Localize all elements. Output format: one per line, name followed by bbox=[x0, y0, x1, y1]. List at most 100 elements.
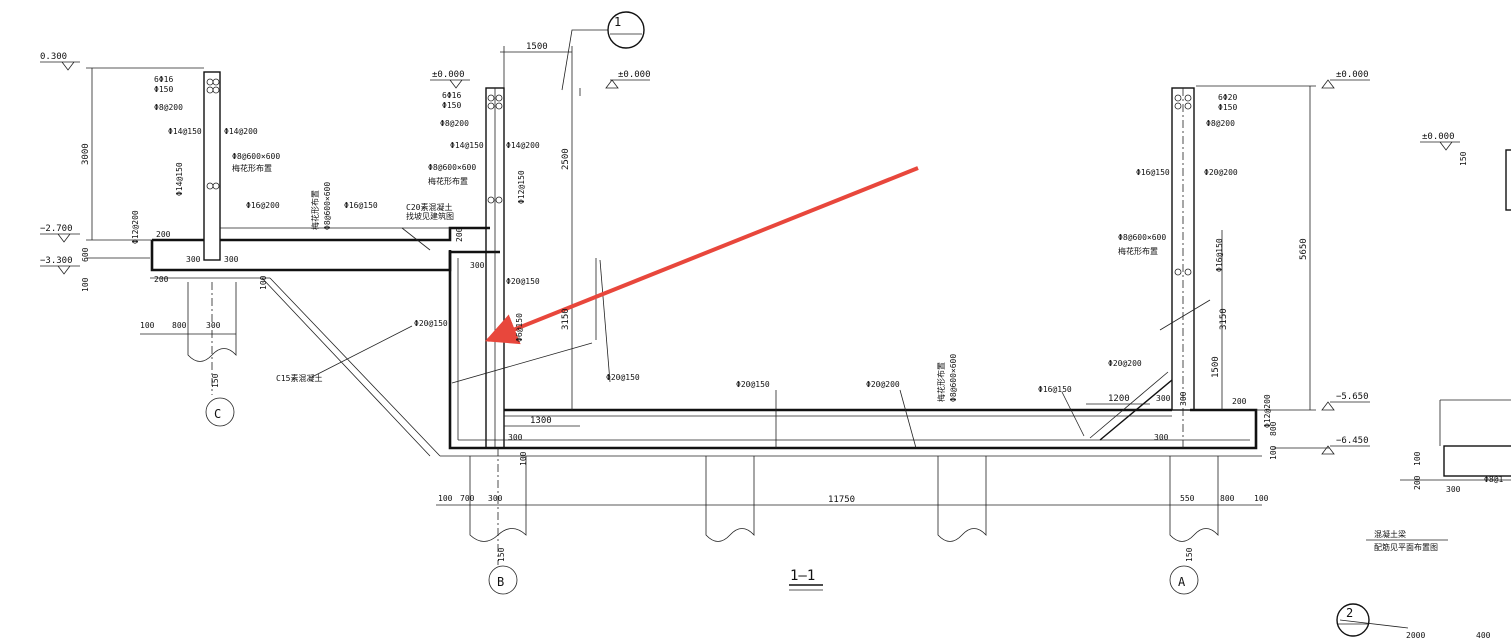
dim-label: 300 bbox=[1154, 433, 1169, 442]
elevation-symbol bbox=[1321, 445, 1370, 455]
dim-label: 2500 bbox=[561, 148, 571, 170]
dim-label: 100 bbox=[140, 321, 155, 330]
concrete-structure bbox=[150, 71, 1511, 481]
piles bbox=[187, 282, 1219, 565]
rebar-label: Φ20@150 bbox=[506, 277, 540, 286]
rebar-label: 6Φ20 bbox=[1218, 93, 1237, 102]
rebar-label: Φ150 bbox=[1218, 103, 1237, 112]
elevation-symbols bbox=[40, 61, 1460, 455]
elevation-0300: 0.300 bbox=[40, 52, 67, 62]
rebar-note: 梅花形布置 bbox=[428, 176, 468, 186]
dim-label: 150 bbox=[497, 547, 506, 562]
dim-label: 100 bbox=[81, 277, 90, 292]
elevation-000-center: ±0.000 bbox=[618, 70, 651, 80]
axis-c-bubble[interactable] bbox=[205, 397, 235, 427]
elevation-000-right: ±0.000 bbox=[1336, 70, 1369, 80]
rebar-label: 6Φ16 bbox=[154, 75, 173, 84]
dim-label: 400 bbox=[1476, 631, 1491, 640]
dim-label: 11750 bbox=[828, 495, 855, 505]
elevation-symbol bbox=[1321, 401, 1370, 411]
raft-outline bbox=[448, 250, 1258, 450]
dim-label: 300 bbox=[206, 321, 221, 330]
detail-1-bubble[interactable] bbox=[607, 11, 645, 49]
rebar-label: Φ150 bbox=[154, 85, 173, 94]
dim-label: 100 bbox=[259, 275, 268, 290]
dim-label: 800 bbox=[1269, 421, 1278, 436]
detail-2-bubble[interactable] bbox=[1336, 603, 1370, 637]
far-right-beam bbox=[1443, 445, 1511, 477]
dim-label: 300 bbox=[186, 255, 201, 264]
rebar-label: Φ16@150 bbox=[1136, 168, 1170, 177]
dim-label: 200 bbox=[455, 227, 464, 242]
dim-label: 300 bbox=[1179, 391, 1188, 406]
dim-label: 100 bbox=[438, 494, 453, 503]
pile-2 bbox=[705, 456, 755, 542]
rebar-note: 梅花形布置 bbox=[232, 163, 272, 173]
rebar-note: 梅花形布置 bbox=[310, 190, 320, 230]
note-label: C20素混凝土 bbox=[406, 202, 452, 212]
rebar-label: Φ8@600×600 bbox=[949, 354, 958, 402]
dim-label: 1500 bbox=[1211, 356, 1221, 378]
dim-label: 1500 bbox=[526, 42, 548, 52]
dim-label: 200 bbox=[1232, 397, 1247, 406]
rebar-label: Φ8@200 bbox=[1206, 119, 1235, 128]
rebar-label: Φ12@150 bbox=[517, 170, 526, 204]
detail-1-label: 1 bbox=[614, 15, 621, 29]
rebar-note: 梅花形布置 bbox=[1118, 246, 1158, 256]
rebar-label: Φ14@200 bbox=[506, 141, 540, 150]
elevation-n6450: −6.450 bbox=[1336, 436, 1369, 446]
text-layer: 1 2 C B A 1—1 0.300 ±0.000 ±0.000 ±0.000… bbox=[40, 15, 1503, 640]
dim-label: 300 bbox=[224, 255, 239, 264]
rebar-label: Φ20@200 bbox=[866, 380, 900, 389]
rebar-label: Φ16@150 bbox=[1215, 238, 1224, 272]
note-label: 配筋见平面布置图 bbox=[1374, 542, 1438, 552]
dim-label: 150 bbox=[1185, 547, 1194, 562]
dim-label: 800 bbox=[172, 321, 187, 330]
elevation-000-far: ±0.000 bbox=[1422, 132, 1455, 142]
rebar-label: Φ20@200 bbox=[1108, 359, 1142, 368]
elevation-n3300: −3.300 bbox=[40, 256, 73, 266]
dim-label: 3150 bbox=[1219, 308, 1229, 330]
dim-label: 300 bbox=[1446, 485, 1461, 494]
dim-label: 100 bbox=[1413, 451, 1422, 466]
dim-label: 150 bbox=[211, 373, 220, 388]
axis-b-label: B bbox=[497, 575, 504, 589]
rebar-label: Φ6@150 bbox=[515, 313, 524, 342]
dim-label: 3150 bbox=[561, 308, 571, 330]
axis-b-bubble[interactable] bbox=[488, 565, 518, 595]
dim-label: 1300 bbox=[530, 416, 552, 426]
rebar-label: Φ16@200 bbox=[246, 201, 280, 210]
rebar-label: Φ8@1 bbox=[1484, 475, 1503, 484]
dim-label: 600 bbox=[81, 247, 90, 262]
rebar-label: Φ8@600×600 bbox=[428, 163, 476, 172]
dim-label: 300 bbox=[488, 494, 503, 503]
rebar-label: Φ20@200 bbox=[1204, 168, 1238, 177]
slope-line bbox=[269, 277, 441, 457]
note-label: 混凝土梁 bbox=[1374, 529, 1406, 539]
rebar-label: Φ20@150 bbox=[736, 380, 770, 389]
dim-label: 300 bbox=[508, 433, 523, 442]
rebar-label: Φ8@600×600 bbox=[323, 182, 332, 230]
rebar-label: Φ8@200 bbox=[440, 119, 469, 128]
dim-label: 200 bbox=[1413, 475, 1422, 490]
annotation-arrow bbox=[485, 166, 919, 345]
axis-a-bubble[interactable] bbox=[1169, 565, 1199, 595]
dim-label: 800 bbox=[1220, 494, 1235, 503]
dim-label: 100 bbox=[519, 451, 528, 466]
rebar-label: Φ8@600×600 bbox=[1118, 233, 1166, 242]
dim-label: 3000 bbox=[81, 143, 91, 165]
rebar-label: 6Φ16 bbox=[442, 91, 461, 100]
elevation-symbol bbox=[605, 79, 650, 89]
dim-label: 300 bbox=[1156, 394, 1171, 403]
dim-label: 550 bbox=[1180, 494, 1195, 503]
elevation-symbol bbox=[1420, 141, 1460, 151]
rebar-label: Φ14@150 bbox=[450, 141, 484, 150]
rebar-label: Φ12@200 bbox=[131, 210, 140, 244]
pile-a bbox=[1169, 456, 1219, 542]
left-slab-top-b bbox=[220, 226, 490, 242]
right-haunch-rebar bbox=[1089, 371, 1169, 439]
leader-lines bbox=[309, 29, 1448, 629]
right-haunch bbox=[1099, 379, 1173, 441]
